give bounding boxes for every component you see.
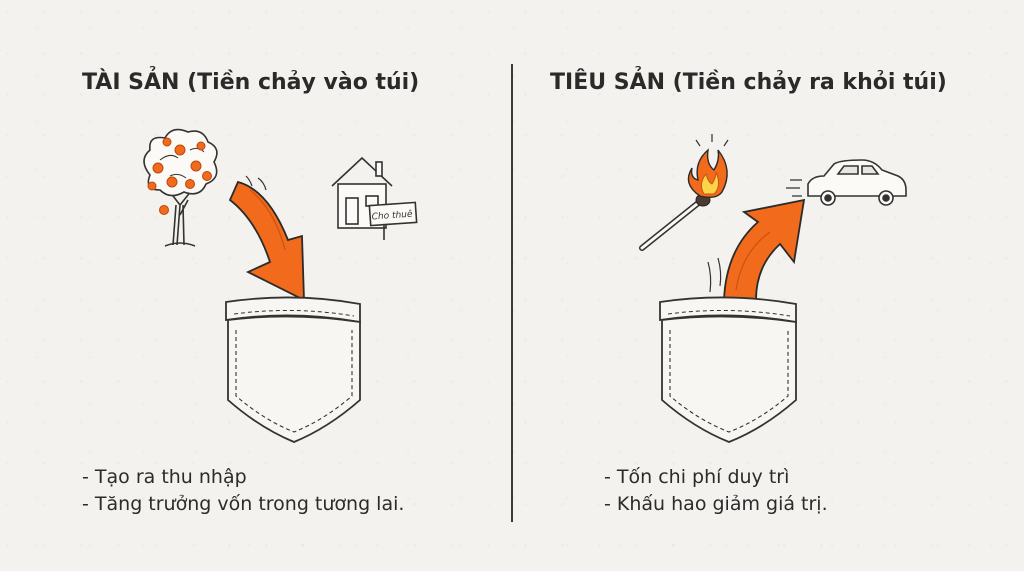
asset-bullet-list: Tạo ra thu nhập Tăng trưởng vốn trong tư… — [82, 464, 405, 518]
liability-bullet: Tốn chi phí duy trì — [604, 464, 828, 491]
panel-divider — [511, 64, 513, 522]
car-icon — [786, 159, 907, 206]
orange-tree-icon — [143, 128, 218, 247]
pocket-icon — [659, 296, 797, 443]
liability-bullet-list: Tốn chi phí duy trì Khấu hao giảm giá tr… — [604, 464, 828, 518]
pocket-icon — [225, 296, 361, 443]
asset-panel: TÀI SẢN (Tiền chảy vào túi) — [0, 0, 512, 571]
liability-illustration — [639, 134, 907, 443]
burning-match-icon — [639, 134, 729, 251]
asset-bullet: Tăng trưởng vốn trong tương lai. — [82, 491, 405, 518]
up-arrow-icon — [707, 198, 806, 301]
asset-illustration: Cho thuê — [143, 128, 418, 443]
down-arrow-icon — [228, 175, 305, 302]
liability-title: TIÊU SẢN (Tiền chảy ra khỏi túi) — [550, 70, 947, 95]
house-for-rent-icon: Cho thuê — [331, 156, 418, 240]
liability-bullet: Khấu hao giảm giá trị. — [604, 491, 828, 518]
asset-title: TÀI SẢN (Tiền chảy vào túi) — [82, 70, 420, 95]
rent-sign-text: Cho thuê — [371, 209, 413, 223]
liability-panel: TIÊU SẢN (Tiền chảy ra khỏi túi) — [512, 0, 1024, 571]
asset-bullet: Tạo ra thu nhập — [82, 464, 404, 491]
